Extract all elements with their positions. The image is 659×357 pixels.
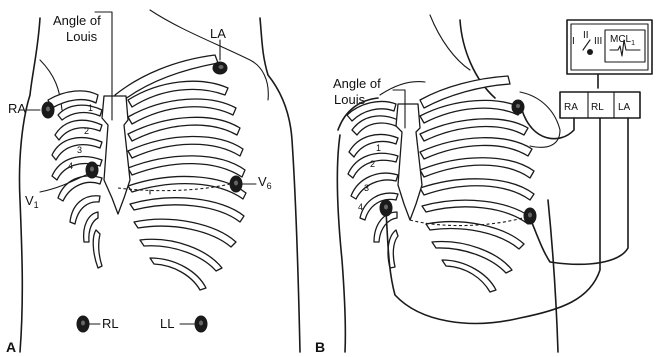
electrode-rl-a xyxy=(77,316,89,332)
connector-la: LA xyxy=(618,102,631,113)
clavicle-left-a xyxy=(115,55,218,103)
monitor-lead-i: I xyxy=(572,36,575,47)
electrode-ra-a xyxy=(42,102,54,118)
v1-label-a: V1 xyxy=(25,193,39,210)
ll-label-a: LL xyxy=(160,316,174,331)
rib-number-b-4: 4 xyxy=(358,202,363,212)
lead-selector-knob xyxy=(583,40,590,50)
electrode-la-a xyxy=(213,62,227,74)
lead-connector: RA RL LA xyxy=(560,92,640,118)
ecg-monitor: I II III MCL1 xyxy=(567,20,652,74)
shoulder-b xyxy=(380,15,470,95)
rib-number-a-1: 1 xyxy=(88,103,93,113)
lead-selector-dial xyxy=(587,49,593,55)
la-label-a: LA xyxy=(210,26,226,41)
sternum-b xyxy=(396,104,422,220)
lead-wire-ra xyxy=(522,110,574,139)
connector-ra: RA xyxy=(564,102,578,113)
panel-a: Angle of Louis LA RA V1 V6 RL LL 1 2 3 4… xyxy=(6,10,300,355)
panel-letter-b: B xyxy=(315,339,325,355)
rib-number-b-3: 3 xyxy=(364,183,369,193)
ribs-right-side-b xyxy=(348,116,398,268)
rib-number-a-4: 4 xyxy=(68,161,73,171)
rib-number-a-2: 2 xyxy=(84,126,89,136)
electrode-v6-a xyxy=(230,176,242,192)
panel-letter-a: A xyxy=(6,339,16,355)
rib-number-a-3: 3 xyxy=(77,145,82,155)
electrode-v1-b xyxy=(380,200,392,216)
angle-of-louis-label-b-line2: Louis xyxy=(334,92,366,107)
sternum-a xyxy=(102,96,130,214)
angle-of-louis-label-a-line2: Louis xyxy=(66,29,98,44)
monitor-lead-iii: III xyxy=(594,36,602,47)
electrode-la-b xyxy=(524,208,536,224)
rib-number-b-1: 1 xyxy=(376,143,381,153)
lead-wire-la xyxy=(530,118,628,264)
panel-b: I II III MCL1 RA RL LA xyxy=(315,15,652,355)
ribs-left-side-b xyxy=(420,100,534,292)
rib-number-b-2: 2 xyxy=(370,159,375,169)
ra-label-a: RA xyxy=(8,101,26,116)
v6-label-a: V6 xyxy=(258,174,272,191)
electrode-v1-a xyxy=(86,162,98,178)
monitor-lead-ii: II xyxy=(583,30,589,41)
electrode-ra-b xyxy=(512,100,524,114)
monitor-display-label: MCL1 xyxy=(610,34,635,47)
rl-label-a: RL xyxy=(102,316,119,331)
connector-rl: RL xyxy=(591,102,604,113)
ribs-left-side-a xyxy=(128,81,246,290)
angle-of-louis-label-b-line1: Angle of xyxy=(333,76,381,91)
electrode-ll-a xyxy=(195,316,207,332)
angle-of-louis-label-a-line1: Angle of xyxy=(53,13,101,28)
